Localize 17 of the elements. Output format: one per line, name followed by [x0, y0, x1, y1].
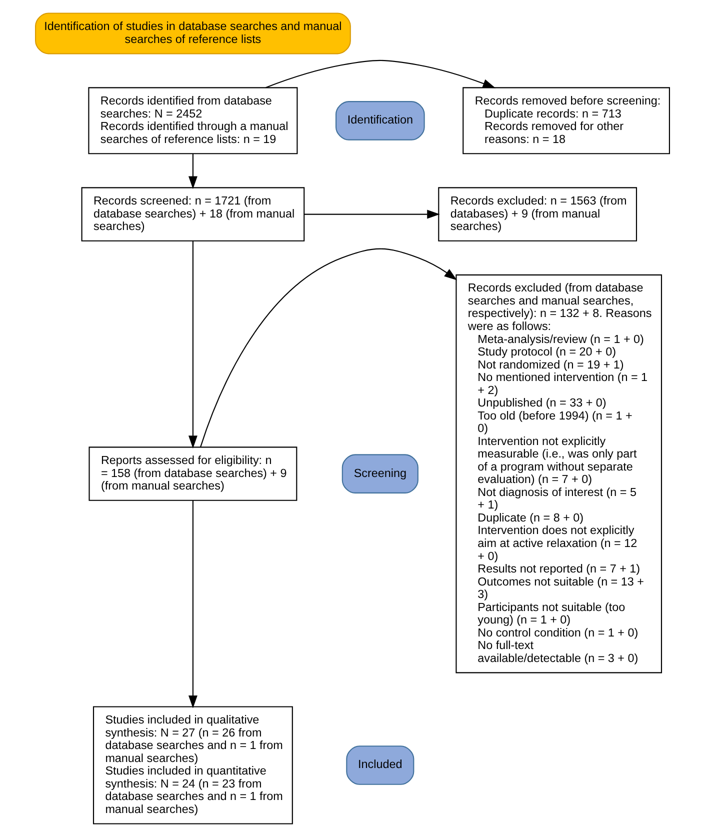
node-box: Records excluded (from database searches and manual searches, respectively): n = 132 + 8. Reasons were as follows: Meta-analysis/review (n = 1 + 0) Study protocol (n = 20 + 0) Not randomized (n = 19 + 1) No mentioned intervention (n = 1 + 2) Unpublished (n = 33 + 0) Too old (before 1994) (n = 1 + 0) Intervention not explicitly measurable (i.e., was only part of a program without separate evaluation) (n = 7 + 0) Not diagnosis of interest (n = 5 + 1) Duplicate (n = 8 + 0) Intervention does not explicitly aim at active relaxation (n = 12 + 0) Results not reported (n = 7 + 1) Outcomes not suitable (n = 13 + 3) Participants not suitable (too young) (n = 1 + 0) No control condition (n = 1 + 0) No full-text available/detectable (n = 3 + 0) [456, 274, 662, 673]
node-box: Records removed before screening: Duplicate records: n = 713 Records removed for other reasons: n = 18 [462, 86, 670, 154]
node-box: Included [346, 745, 414, 784]
node-box: Reports assessed for eligibility: n = 158 (from database searches) + 9 (from manual searches) [88, 446, 298, 500]
node-box: Screening [342, 454, 418, 493]
arrow [304, 209, 440, 218]
arrow [266, 59, 496, 88]
node-box: Records excluded: n = 1563 (from databases) + 9 (from manual searches) [438, 186, 638, 241]
node-box: Records identified from database searches: N = 2452 Records identified through a manual searches of reference lists: n = 19 [88, 86, 298, 154]
node-box: Studies included in qualitative synthesis: N = 27 (n = 26 from database searches and n = 1 from manual searches) Studies included in quantitative synthesis: N = 24 (n = 23 from database searches and n = 1 from manual searches) [92, 706, 293, 824]
node-box: Records screened: n = 1721 (from database searches) + 18 (from manual searches) [81, 186, 305, 241]
node-box: Identification [335, 100, 425, 140]
arrow [188, 153, 198, 189]
arrow [188, 240, 198, 448]
arrow [188, 500, 198, 708]
arrow [200, 248, 458, 447]
node-box: Identification of studies in database searches and manual searches of reference lists [35, 12, 351, 54]
